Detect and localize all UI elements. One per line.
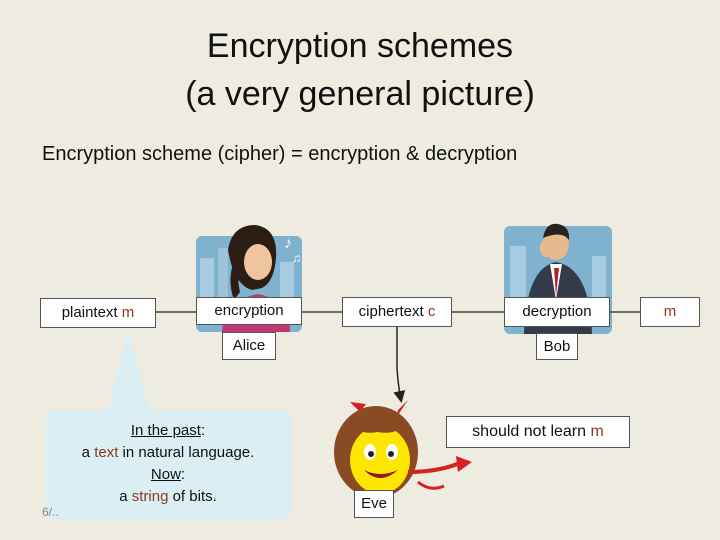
- output-box: m: [640, 297, 700, 327]
- callout-past-suffix: in natural language.: [122, 444, 255, 461]
- callout-now-heading-line: Now:: [150, 466, 186, 483]
- ciphertext-box: ciphertext c: [342, 297, 452, 327]
- eve-devil-avatar-icon: [334, 400, 472, 498]
- callout-past-heading-line: In the past:: [130, 422, 206, 439]
- page-title: Encryption schemes (a very general pictu…: [0, 22, 720, 118]
- plaintext-variable: m: [121, 304, 135, 321]
- ciphertext-variable: c: [427, 303, 436, 320]
- output-variable: m: [663, 303, 677, 320]
- slide-number: 6/..: [42, 505, 59, 519]
- encryption-label: encryption: [214, 302, 284, 319]
- callout-now-suffix: of bits.: [172, 488, 217, 505]
- callout-past-prefix: a: [81, 444, 91, 461]
- subtitle: Encryption scheme (cipher) = encryption …: [42, 143, 518, 165]
- ciphertext-label: ciphertext: [358, 303, 424, 320]
- callout-now-keyword: string: [131, 488, 169, 505]
- plaintext-box: plaintext m: [40, 298, 156, 328]
- callout-past-line: a text in natural language.: [58, 442, 278, 464]
- svg-text:♪: ♪: [284, 235, 292, 252]
- eve-note-text: should not learn: [472, 423, 587, 440]
- title-line-1: Encryption schemes: [206, 27, 514, 65]
- alice-label-box: Alice: [222, 332, 276, 360]
- callout-bubble: [46, 330, 292, 520]
- callout-text: In the past: a text in natural language.…: [58, 420, 278, 508]
- callout-now-heading: Now: [150, 466, 181, 483]
- svg-text:♫: ♫: [292, 251, 301, 265]
- alice-label: Alice: [232, 337, 266, 354]
- eve-label: Eve: [361, 495, 387, 512]
- plaintext-label: plaintext: [61, 304, 118, 321]
- bob-label-box: Bob: [536, 333, 578, 360]
- bob-label: Bob: [543, 338, 571, 355]
- eve-label-box: Eve: [354, 490, 394, 518]
- encryption-box: encryption: [196, 297, 302, 325]
- eve-note-box: should not learn m: [446, 416, 630, 448]
- callout-now-line: a string of bits.: [58, 486, 278, 508]
- title-line-2: (a very general picture): [185, 75, 535, 113]
- eve-note-variable: m: [590, 423, 604, 440]
- eavesdrop-arrow: [393, 326, 406, 403]
- callout-past-heading: In the past: [130, 422, 201, 439]
- callout-now-prefix: a: [119, 488, 128, 505]
- callout-past-keyword: text: [94, 444, 119, 461]
- decryption-label: decryption: [522, 303, 592, 320]
- decryption-box: decryption: [504, 297, 610, 327]
